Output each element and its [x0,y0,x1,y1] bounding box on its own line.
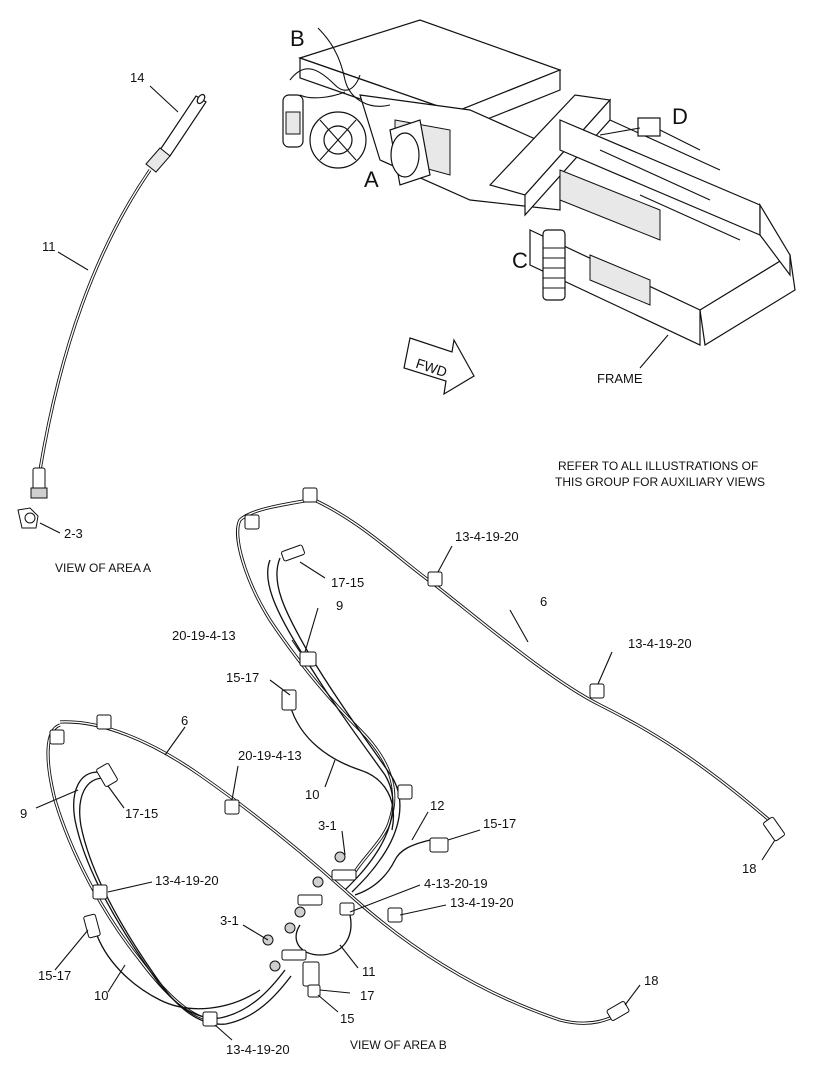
part-13-4-19-20-d: 13-4-19-20 [450,895,514,910]
part-14: 14 [130,70,144,85]
callout-area-b: B [290,26,305,51]
part-17-15-a: 17-15 [331,575,364,590]
part-13-4-19-20-a: 13-4-19-20 [455,529,519,544]
fwd-arrow-icon: FWD [403,337,475,396]
view-area-a: 14 11 2-3 VIEW OF AREA A [17,70,207,575]
part-17: 17 [360,988,374,1003]
part-13-4-19-20-c: 13-4-19-20 [155,873,219,888]
callout-area-d: D [672,104,688,129]
part-18-a: 18 [742,861,756,876]
part-3-1-a: 3-1 [318,818,337,833]
part-15-17-a: 15-17 [226,670,259,685]
part-9-a: 9 [336,598,343,613]
part-3-1-b: 3-1 [220,913,239,928]
part-15-17-c: 15-17 [38,968,71,983]
part-20-19-4-13-b: 20-19-4-13 [238,748,302,763]
part-6-b: 6 [181,713,188,728]
part-13-4-19-20-e: 13-4-19-20 [226,1042,290,1057]
part-20-19-4-13-a: 20-19-4-13 [172,628,236,643]
part-18-b: 18 [644,973,658,988]
frame-assembly: FRAME [282,19,796,386]
part-2-3: 2-3 [64,526,83,541]
refer-note-line2: THIS GROUP FOR AUXILIARY VIEWS [555,475,765,489]
part-17-15-b: 17-15 [125,806,158,821]
part-13-4-19-20-b: 13-4-19-20 [628,636,692,651]
callout-area-a: A [364,167,379,192]
view-area-b: 13-4-19-20 17-15 6 9 20-19-4-13 13-4-19-… [20,487,785,1057]
part-15-17-b: 15-17 [483,816,516,831]
part-6-a: 6 [540,594,547,609]
part-11-area-b: 11 [362,964,376,979]
frame-label: FRAME [597,371,643,386]
manifold-fittings [262,851,357,998]
part-10-b: 10 [94,988,108,1003]
part-12: 12 [430,798,444,813]
part-4-13-20-19: 4-13-20-19 [424,876,488,891]
view-area-b-title: VIEW OF AREA B [350,1038,447,1052]
callout-area-c: C [512,248,528,273]
clamps [49,487,605,1027]
view-area-a-title: VIEW OF AREA A [55,561,151,575]
part-10-a: 10 [305,787,319,802]
part-9-b: 9 [20,806,27,821]
refer-note-line1: REFER TO ALL ILLUSTRATIONS OF [558,459,758,473]
part-15: 15 [340,1011,354,1026]
part-11-area-a: 11 [42,239,56,254]
